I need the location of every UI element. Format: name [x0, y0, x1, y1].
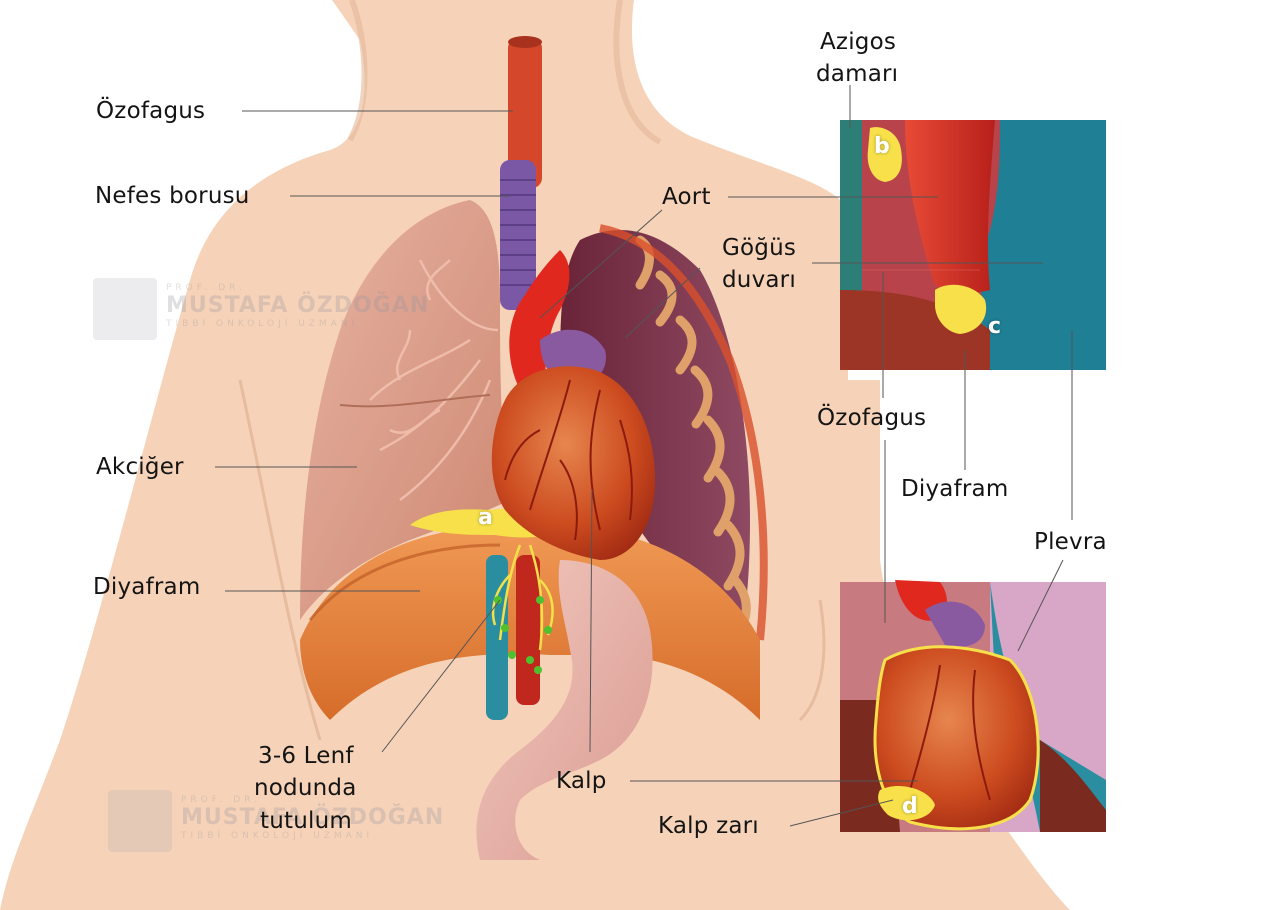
inset-top	[840, 120, 1106, 370]
watermark-line3: TIBBİ ONKOLOJİ UZMANI	[181, 831, 374, 841]
coronary-vessels	[504, 379, 633, 541]
arm-contour	[238, 379, 322, 741]
neck-shading	[613, 0, 662, 145]
watermark-line2: MUSTAFA ÖZDOĞAN	[166, 293, 430, 318]
watermark: PROF. DR. MUSTAFA ÖZDOĞAN TIBBİ ONKOLOJİ…	[166, 283, 429, 329]
marker-b: b	[874, 134, 890, 159]
chest-wall-muscle	[599, 224, 768, 641]
diaphragm-dome	[308, 543, 501, 621]
label-nefes-borusu: Nefes borusu	[95, 183, 250, 209]
label-ozofagus-inset: Özofagus	[817, 405, 927, 431]
arm-contour	[798, 599, 826, 722]
watermark: PROF. DR. MUSTAFA ÖZDOĞAN TIBBİ ONKOLOJİ…	[181, 795, 444, 841]
trachea	[500, 160, 536, 310]
marker-c: c	[988, 314, 1002, 339]
vena-cava	[486, 555, 508, 720]
label-gogus-line2: duvarı	[722, 267, 796, 293]
label-akciger: Akciğer	[96, 454, 184, 480]
lung-vessels	[369, 259, 499, 501]
neck-shading	[347, 0, 368, 142]
inset-bottom	[840, 580, 1106, 832]
heart	[491, 366, 655, 560]
watermark-line2: MUSTAFA ÖZDOĞAN	[181, 805, 445, 830]
trachea-rings	[500, 179, 536, 286]
descending-aorta	[516, 555, 540, 705]
marker-d: d	[902, 794, 918, 819]
label-lenf-line1: 3-6 Lenf	[258, 743, 354, 769]
label-kalp-zari: Kalp zarı	[658, 813, 759, 839]
label-gogus-line1: Göğüs	[722, 235, 797, 261]
watermark-logo	[108, 790, 172, 852]
label-lenf-line3: tutulum	[260, 808, 352, 834]
ribs	[635, 235, 751, 645]
watermark-line1: PROF. DR.	[181, 795, 261, 805]
watermark-line1: PROF. DR.	[166, 283, 246, 293]
label-kalp: Kalp	[556, 768, 607, 794]
left-lung	[560, 230, 750, 640]
label-diyafram: Diyafram	[93, 574, 201, 600]
lung-fissure	[339, 394, 491, 408]
esophagus-top	[508, 36, 542, 48]
leader-lines	[215, 85, 1073, 827]
label-aort: Aort	[662, 184, 711, 210]
aorta-arch	[509, 250, 570, 390]
esophagus	[508, 38, 542, 188]
label-lenf-line2: nodunda	[254, 775, 357, 801]
watermark-logo	[93, 278, 157, 340]
label-diyafram-inset: Diyafram	[901, 476, 1009, 502]
lymph-nodes	[491, 544, 554, 674]
label-plevra: Plevra	[1034, 529, 1107, 555]
marker-a: a	[478, 505, 493, 530]
label-azigos-line1: Azigos	[820, 29, 897, 55]
watermark-line3: TIBBİ ONKOLOJİ UZMANI	[166, 319, 359, 329]
label-azigos-line2: damarı	[816, 61, 899, 87]
stomach	[476, 560, 653, 860]
label-ozofagus: Özofagus	[96, 98, 206, 124]
